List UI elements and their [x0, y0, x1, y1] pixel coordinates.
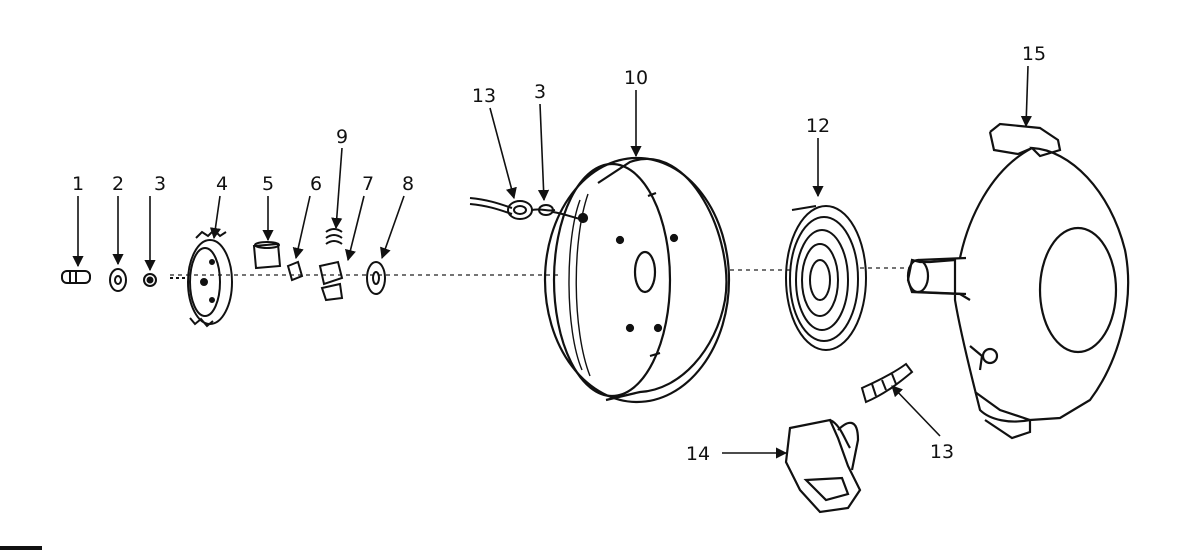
part-nut — [143, 273, 157, 287]
label-part-13-bottom: 13 — [930, 441, 954, 463]
label-part-14: 14 — [686, 443, 710, 465]
part-starter-handle — [784, 418, 862, 514]
label-part-13-top: 13 — [472, 85, 496, 107]
label-part-3-top: 3 — [534, 81, 546, 103]
label-part-2: 2 — [112, 173, 124, 195]
label-part-10: 10 — [624, 67, 648, 89]
leader-lines — [72, 65, 1032, 459]
label-part-15: 15 — [1022, 43, 1046, 65]
corner-mark — [0, 546, 42, 550]
part-labels: 1 2 3 4 5 6 7 8 9 10 12 13 3 13 14 15 — [72, 43, 1046, 465]
label-part-4: 4 — [216, 173, 228, 195]
label-part-5: 5 — [262, 173, 274, 195]
label-part-9: 9 — [336, 126, 348, 148]
part-small-spring — [325, 228, 343, 245]
label-part-8: 8 — [402, 173, 414, 195]
part-washer — [109, 268, 127, 292]
part-ratchet-plate — [170, 228, 233, 328]
part-screw — [61, 270, 91, 284]
label-part-1: 1 — [72, 173, 84, 195]
label-part-12: 12 — [806, 115, 830, 137]
label-part-6: 6 — [310, 173, 322, 195]
center-axis-line — [170, 267, 910, 276]
part-starter-housing — [906, 122, 1130, 440]
label-part-7: 7 — [362, 173, 374, 195]
part-pin — [286, 260, 304, 282]
part-rope-pulley — [543, 156, 731, 404]
part-recoil-spring — [785, 205, 867, 351]
part-rope-with-knot — [469, 197, 585, 221]
part-bushing — [366, 261, 386, 295]
part-spring-cup — [252, 241, 282, 270]
label-part-3: 3 — [154, 173, 166, 195]
part-rope-segment — [860, 362, 914, 404]
part-pawl — [318, 260, 344, 302]
